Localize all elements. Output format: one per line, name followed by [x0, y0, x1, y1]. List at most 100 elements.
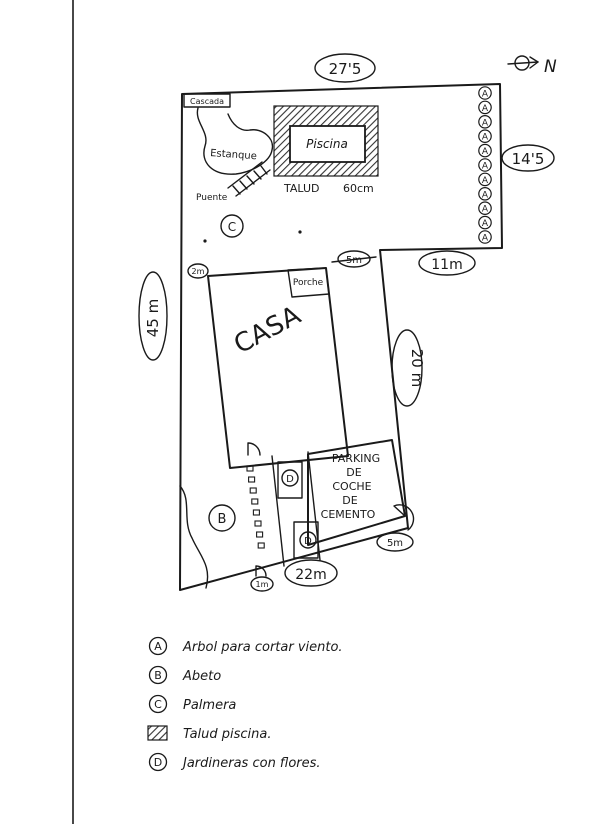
palm-dot [203, 239, 207, 243]
dim-oval-step [418, 250, 476, 276]
legend-item: C Palmera [148, 694, 236, 714]
dim-oval-right-mid [391, 329, 423, 407]
north-label: N [544, 57, 557, 77]
dim-left-side: 45 m [144, 299, 162, 337]
legend-item: D Jardineras con flores. [148, 752, 321, 772]
dim-gate: 1m [256, 580, 269, 589]
legend-symbol: A [154, 640, 162, 653]
piscina-label: Piscina [306, 137, 348, 151]
house-outline [207, 267, 349, 469]
cascada-label: Cascada [190, 97, 224, 106]
path-step [256, 531, 264, 538]
tree-a-marker: A [478, 129, 492, 143]
dim-oval-left [138, 271, 168, 361]
palm-c-marker [220, 214, 244, 238]
parking-label-line: PARKING [332, 452, 380, 465]
estanque-label: Estanque [210, 148, 257, 162]
parking-label-line: COCHE [332, 480, 371, 493]
parking-label-line: DE [346, 466, 361, 479]
dim-parking-gap: 5m [387, 538, 403, 549]
tree-a-letter: A [482, 205, 489, 215]
garden-path [246, 465, 265, 549]
pool [289, 125, 366, 163]
path-step [257, 542, 265, 549]
legend-symbol: D [154, 756, 162, 769]
tree-a-letter: A [482, 133, 489, 143]
tree-a-marker: A [478, 172, 492, 187]
dim-right-upper: 14'5 [512, 150, 545, 168]
casa-label: CASA [229, 300, 306, 360]
tree-a-marker: A [478, 100, 492, 115]
legend-text: Jardineras con flores. [180, 756, 321, 771]
tree-a-marker: A [478, 230, 492, 244]
path-step [249, 487, 257, 494]
legend-marker [148, 636, 168, 656]
house-door-swing [247, 442, 261, 456]
tree-a-marker: A [478, 215, 492, 230]
estanque-outline [196, 107, 274, 175]
gate-swing [255, 565, 267, 577]
planter-d-lower-marker [299, 531, 317, 549]
tree-a-marker: A [478, 201, 492, 215]
dim-oval-top [314, 53, 376, 83]
tree-a-letter: A [482, 176, 489, 186]
palm-c-letter: C [228, 220, 236, 234]
legend-hatch-swatch [147, 725, 168, 741]
path-step [246, 465, 254, 472]
palm-dot [298, 230, 302, 234]
talud-size-label: 60cm [343, 182, 374, 195]
path-step [254, 520, 262, 527]
legend-marker [148, 694, 168, 714]
porche-label: Porche [293, 278, 324, 288]
tree-a-letter: A [482, 118, 489, 128]
path-step [248, 476, 256, 483]
tree-a-letter: A [482, 219, 489, 229]
tree-a-marker: A [478, 86, 492, 100]
legend-text: Talud piscina. [183, 727, 272, 742]
dim-oval-left-gap [187, 263, 209, 279]
parking-gate-swing [393, 504, 415, 531]
planter-d-upper-letter: D [286, 474, 294, 485]
dim-porch-gap: 5m [346, 255, 362, 266]
tree-a-letter: A [482, 104, 489, 114]
tree-a-marker: A [478, 143, 492, 158]
tree-a-letter: A [482, 147, 489, 157]
dim-oval-porch-gap [337, 250, 371, 268]
dim-oval-bottom [284, 559, 338, 587]
parking-label-line: CEMENTO [321, 508, 376, 521]
tree-a-letter: A [482, 90, 489, 100]
path-step [252, 509, 260, 516]
legend-item: Talud piscina. [147, 725, 272, 742]
planter-d-upper-marker [281, 469, 299, 487]
path-step [251, 498, 259, 505]
garden-bed-outline [179, 485, 209, 589]
legend-item: B Abeto [148, 665, 221, 685]
property-outline [179, 83, 503, 591]
tree-a-marker: A [478, 115, 492, 129]
dim-step-right: 11m [431, 257, 462, 273]
tree-a-letter: A [482, 190, 489, 200]
planter-d-lower-letter: D [304, 536, 312, 547]
tree-a-marker: A [478, 187, 492, 201]
parking-label-line: DE [342, 494, 357, 507]
legend-symbol: C [154, 698, 162, 711]
porch [287, 267, 330, 298]
legend-text: Abeto [182, 669, 221, 684]
talud-label: TALUD [283, 182, 320, 195]
dim-oval-right-upper [501, 144, 555, 172]
porch-gap-arrow [331, 256, 377, 263]
planter-d-upper [277, 461, 303, 499]
dim-left-gap: 2m [192, 267, 205, 276]
legend-text: Palmera [183, 698, 236, 713]
tree-a-letter: A [482, 234, 489, 244]
legend-symbol: B [154, 669, 162, 682]
legend-text: Arbol para cortar viento. [182, 640, 343, 655]
dim-right-mid: 20 m [408, 349, 426, 387]
puente-label: Puente [196, 193, 228, 203]
cascada-box [183, 93, 231, 108]
dim-bottom: 22m [295, 567, 326, 583]
